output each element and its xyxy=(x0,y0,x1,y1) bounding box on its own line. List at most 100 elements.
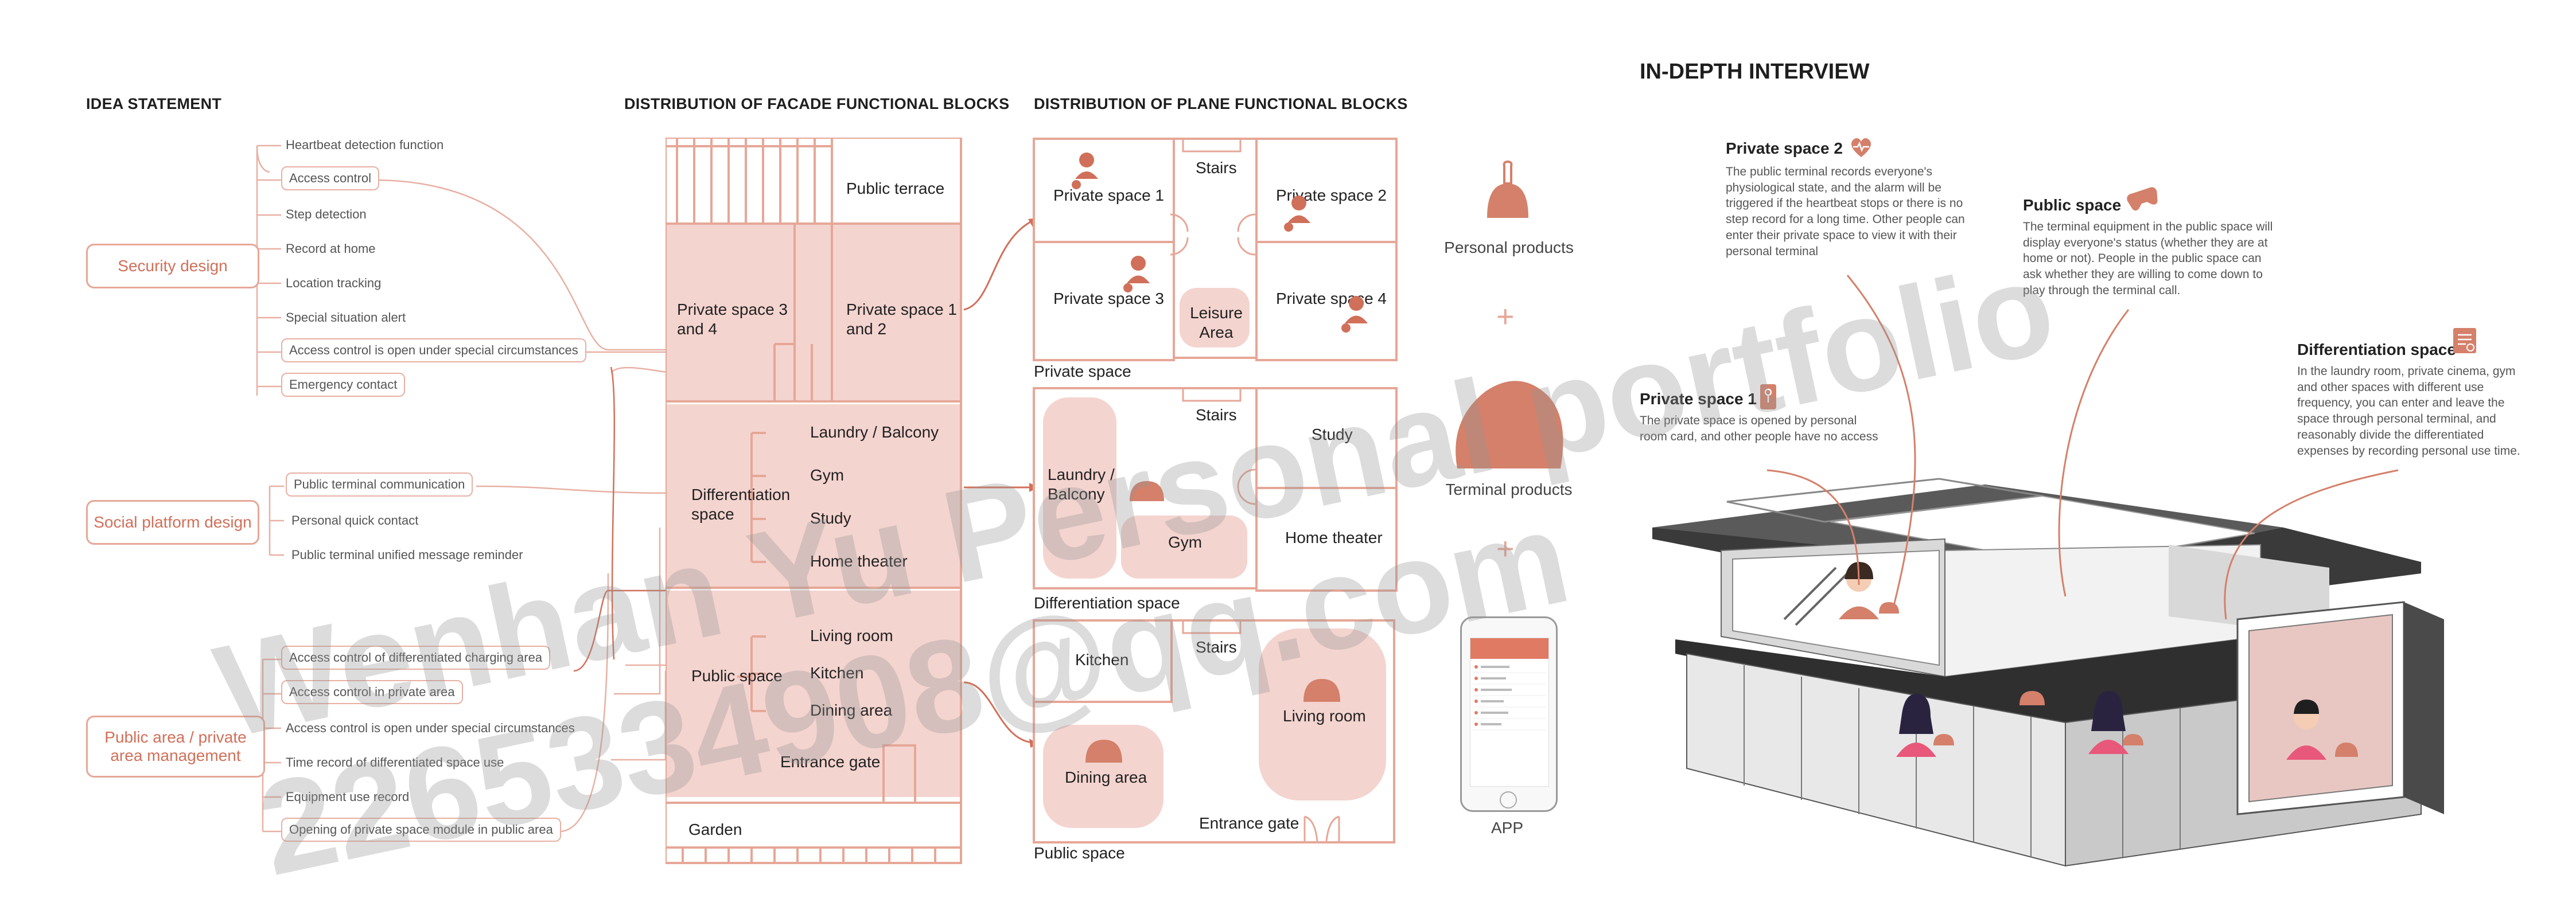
plan-private-caption: Private space xyxy=(1034,362,1131,380)
facade-public-space: Public space xyxy=(691,667,783,685)
document-icon xyxy=(2453,328,2476,353)
plan-laundry-blob xyxy=(1043,397,1116,579)
plan-ps3-label: Private space 3 xyxy=(1053,290,1164,307)
plan-private: Private space 1 Private space 2 Private … xyxy=(1033,138,1398,361)
facade-heading: DISTRIBUTION OF FACADE FUNCTIONAL BLOCKS xyxy=(624,95,1010,112)
facade-garden: Garden xyxy=(688,821,742,838)
plan-gym-label: Gym xyxy=(1168,533,1203,551)
plan-public: Stairs Kitchen Living room Dining area E… xyxy=(1033,619,1395,843)
interview-p2-title: Private space 2 xyxy=(1726,139,1843,157)
plan-dining-label: Dining area xyxy=(1065,768,1147,786)
personal-product-icon xyxy=(1487,161,1528,218)
plan-leisure-blob xyxy=(1180,288,1250,347)
plan-diff-icons xyxy=(1130,389,1256,505)
interview-diff-text: In the laundry room, private cinema, gym… xyxy=(2297,365,2520,458)
facade-structure xyxy=(666,138,962,864)
security-item: Step detection xyxy=(286,207,367,221)
app-list-rows xyxy=(1473,665,1546,731)
plane-heading: DISTRIBUTION OF PLANE FUNCTIONAL BLOCKS xyxy=(1034,95,1408,112)
interview-callout-lines xyxy=(1766,275,2399,620)
area-item: Access control of differentiated chargin… xyxy=(281,646,551,670)
area-item: Access control is open under special cir… xyxy=(286,721,575,735)
security-item: Record at home xyxy=(286,241,376,256)
idea-statement-heading: IDEA STATEMENT xyxy=(86,95,222,112)
facade-private-34: Private space 3 and 4 xyxy=(677,300,788,338)
facade-public-item: Living room xyxy=(810,627,893,645)
app-phone-mockup xyxy=(1460,616,1558,812)
category-security-design: Security design xyxy=(86,244,259,288)
area-item: Equipment use record xyxy=(286,790,410,804)
security-item: Access control is open under special cir… xyxy=(281,338,586,362)
plan-theater-label: Home theater xyxy=(1285,529,1383,546)
plan-leisure-label: Leisure Area xyxy=(1190,304,1243,341)
plan-ps4-room xyxy=(1255,241,1398,361)
plan-gym-blob xyxy=(1121,515,1247,579)
plan-private-stairs: Stairs xyxy=(1196,159,1237,177)
social-item: Personal quick contact xyxy=(291,513,419,528)
plan-public-stairs: Stairs xyxy=(1196,638,1237,656)
app-label: APP xyxy=(1491,819,1524,837)
building-illustration xyxy=(1652,478,2444,867)
plus-icon: + xyxy=(1496,532,1515,566)
area-item: Opening of private space module in publi… xyxy=(281,818,561,842)
facade-public-item: Dining area xyxy=(810,701,893,719)
plan-private-icons xyxy=(1072,140,1368,333)
app-screen xyxy=(1470,638,1549,787)
interview-heading: IN-DEPTH INTERVIEW xyxy=(1640,60,1870,84)
person-figures xyxy=(1839,562,2326,760)
security-item: Emergency contact xyxy=(281,373,406,397)
facade-diff-item: Laundry / Balcony xyxy=(810,423,939,441)
security-item: Access control xyxy=(281,166,380,190)
plan-entrance-label: Entrance gate xyxy=(1199,814,1299,832)
plan-ps2-room xyxy=(1255,138,1398,248)
room-card-icon xyxy=(1760,384,1776,409)
social-item: Public terminal unified message reminder xyxy=(291,548,523,562)
area-item: Access control in private area xyxy=(281,680,463,704)
plan-kitchen-label: Kitchen xyxy=(1075,651,1129,669)
plan-ps4-label: Private space 4 xyxy=(1276,290,1387,307)
interview-diff-title: Differentiation space xyxy=(2297,341,2456,358)
plan-living-label: Living room xyxy=(1283,707,1366,725)
facade-diagram: Public terrace Private space 3 and 4 Pri… xyxy=(666,138,964,866)
facade-diff-item: Study xyxy=(810,509,851,527)
plan-kitchen-room xyxy=(1033,619,1173,703)
heart-icon xyxy=(1851,138,1871,157)
security-item: Heartbeat detection function xyxy=(286,138,444,152)
plan-diff-caption: Differentiation space xyxy=(1034,594,1180,612)
personal-products-label: Personal products xyxy=(1444,239,1574,256)
plan-ps3-room xyxy=(1033,241,1175,361)
plan-diff-stairs: Stairs xyxy=(1196,406,1237,424)
app-home-button xyxy=(1500,791,1517,809)
social-item: Public terminal communication xyxy=(286,472,473,497)
controller-icon xyxy=(2127,187,2158,211)
interview-pub-text: The terminal equipment in the public spa… xyxy=(2023,220,2273,297)
plan-public-icons xyxy=(1085,622,1340,841)
interview-p1-text: The private space is opened by personal … xyxy=(1640,414,1878,443)
plan-laundry-label: Laundry / Balcony xyxy=(1048,466,1115,503)
plan-public-caption: Public space xyxy=(1034,844,1125,862)
plan-ps1-room xyxy=(1033,138,1175,248)
interview-p1-title: Private space 1 xyxy=(1640,390,1757,408)
interview-p2-text: The public terminal records everyone's p… xyxy=(1726,165,1965,258)
plan-ps1-label: Private space 1 xyxy=(1053,186,1164,204)
security-item: Special situation alert xyxy=(286,310,406,325)
plus-icon: + xyxy=(1496,299,1515,334)
terminal-product-icon xyxy=(1456,381,1563,468)
facade-public-item: Kitchen xyxy=(810,664,864,682)
facade-differentiation: Differentiation space xyxy=(691,486,791,523)
plan-living-blob xyxy=(1259,628,1386,800)
facade-public-terrace: Public terrace xyxy=(846,179,945,197)
facade-entrance-gate: Entrance gate xyxy=(780,753,881,771)
plan-study-label: Study xyxy=(1312,425,1353,443)
area-item: Time record of differentiated space use xyxy=(286,755,504,770)
plan-theater-room xyxy=(1255,487,1398,592)
security-item: Location tracking xyxy=(286,276,382,290)
facade-plan-arrows xyxy=(963,218,1038,748)
plan-differentiation: Stairs Laundry / Balcony Gym Study Home … xyxy=(1033,387,1398,592)
category-social-platform-design: Social platform design xyxy=(86,500,259,545)
app-header-bar xyxy=(1470,638,1548,659)
facade-diff-item: Gym xyxy=(810,466,845,484)
facade-private-12: Private space 1 and 2 xyxy=(846,300,957,338)
interview-pub-title: Public space xyxy=(2023,196,2122,214)
facade-diff-item: Home theater xyxy=(810,552,908,570)
